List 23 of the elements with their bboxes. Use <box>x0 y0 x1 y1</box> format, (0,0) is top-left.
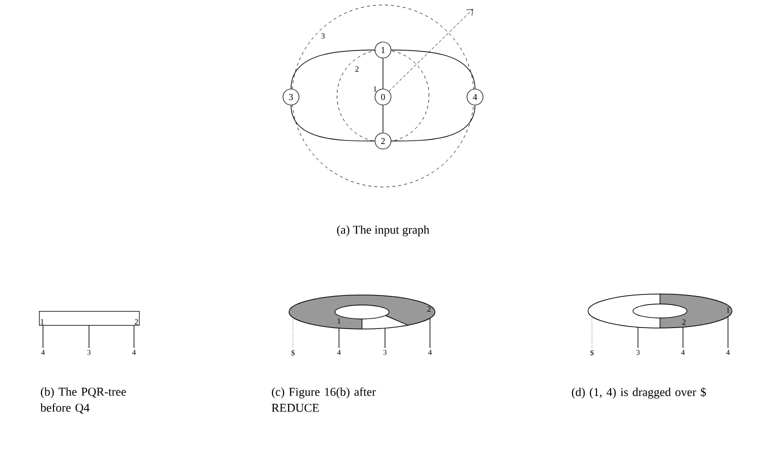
graph-edge <box>390 50 476 90</box>
caption: (b) The PQR-tree before Q4 <box>40 387 126 414</box>
ring-drawing: 1 2 <box>288 294 436 330</box>
circle-label: 3 <box>321 33 325 39</box>
tree-edge <box>88 325 90 348</box>
tree-edge <box>384 328 386 348</box>
q-node-box: 1 2 <box>39 311 140 326</box>
tree-edge <box>682 326 684 348</box>
caption: (c) Figure 16(b) after REDUCE <box>272 387 376 412</box>
caption: (a) The input graph <box>337 225 430 236</box>
ring-drawing: 1 2 <box>588 294 732 328</box>
dashed-arrow <box>388 9 473 92</box>
tree-edge <box>292 317 294 348</box>
tree-edge <box>338 328 340 348</box>
graph-edge <box>382 58 384 90</box>
tree-edge <box>42 325 44 348</box>
graph-edge <box>290 50 376 90</box>
graph-edge <box>382 104 384 134</box>
graph-edge <box>290 104 376 142</box>
circle-label: 1 <box>374 86 377 92</box>
circle-label: 2 <box>355 66 359 72</box>
graph-edge <box>390 104 476 142</box>
caption: (d) (1, 4) is dragged over $ <box>572 387 706 399</box>
